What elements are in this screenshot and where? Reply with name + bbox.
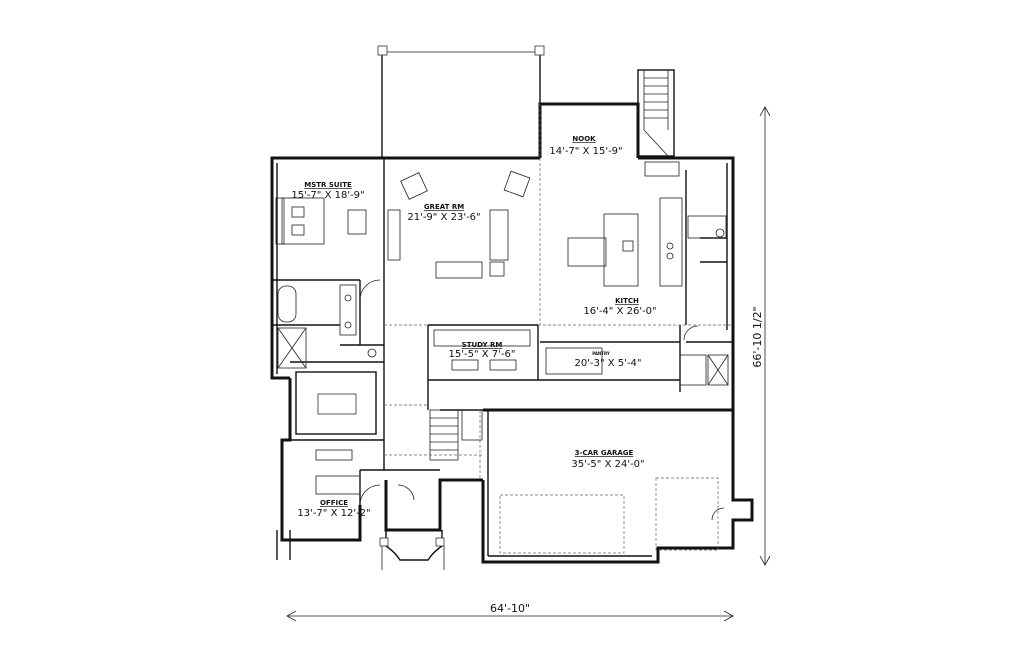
garage-name: 3-CAR GARAGE bbox=[575, 449, 634, 457]
great-room-name: GREAT RM bbox=[424, 203, 464, 211]
garage-doors bbox=[499, 477, 725, 554]
office-furniture bbox=[315, 449, 361, 495]
covered-patio bbox=[377, 45, 545, 158]
master-suite-name: MSTR SUITE bbox=[304, 181, 352, 189]
pantry-dims: 20'-3" X 5'-4" bbox=[575, 358, 642, 369]
door-swings bbox=[359, 279, 699, 506]
center-hall-stairs bbox=[429, 409, 483, 461]
depth-dimension: 66'-10 1/2" bbox=[751, 106, 771, 566]
office-name: OFFICE bbox=[320, 499, 348, 507]
area-separators bbox=[384, 104, 733, 480]
master-furniture bbox=[275, 197, 377, 369]
width-dimension: 64'-10" bbox=[286, 602, 734, 622]
garage-dims: 35'-5" X 24'-0" bbox=[571, 459, 644, 470]
great-room-dims: 21'-9" X 23'-6" bbox=[407, 212, 480, 223]
pantry-name: PANTRY bbox=[592, 351, 610, 356]
front-porch bbox=[379, 530, 445, 570]
overall-width: 64'-10" bbox=[490, 602, 530, 615]
great-room-furniture bbox=[387, 170, 531, 279]
master-suite-dims: 15'-7" X 18'-9" bbox=[291, 190, 364, 201]
kitchen-name: KITCH bbox=[615, 297, 639, 305]
office-dims: 13'-7" X 12'-2" bbox=[297, 508, 370, 519]
kitchen-fixtures bbox=[567, 161, 727, 287]
study-dims: 15'-5" X 7'-6" bbox=[449, 349, 516, 360]
study-furniture bbox=[433, 329, 729, 386]
overall-depth: 66'-10 1/2" bbox=[751, 306, 764, 367]
closet-furniture bbox=[295, 371, 377, 435]
room-labels: MSTR SUITE 15'-7" X 18'-9" GREAT RM 21'-… bbox=[291, 135, 656, 519]
nook-name: NOOK bbox=[572, 135, 596, 143]
study-name: STUDY RM bbox=[462, 341, 503, 349]
exterior-walls bbox=[270, 102, 754, 564]
nook-dims: 14'-7" X 15'-9" bbox=[549, 146, 622, 157]
stair-to-deck bbox=[637, 69, 675, 157]
kitchen-dims: 16'-4" X 26'-0" bbox=[583, 306, 656, 317]
